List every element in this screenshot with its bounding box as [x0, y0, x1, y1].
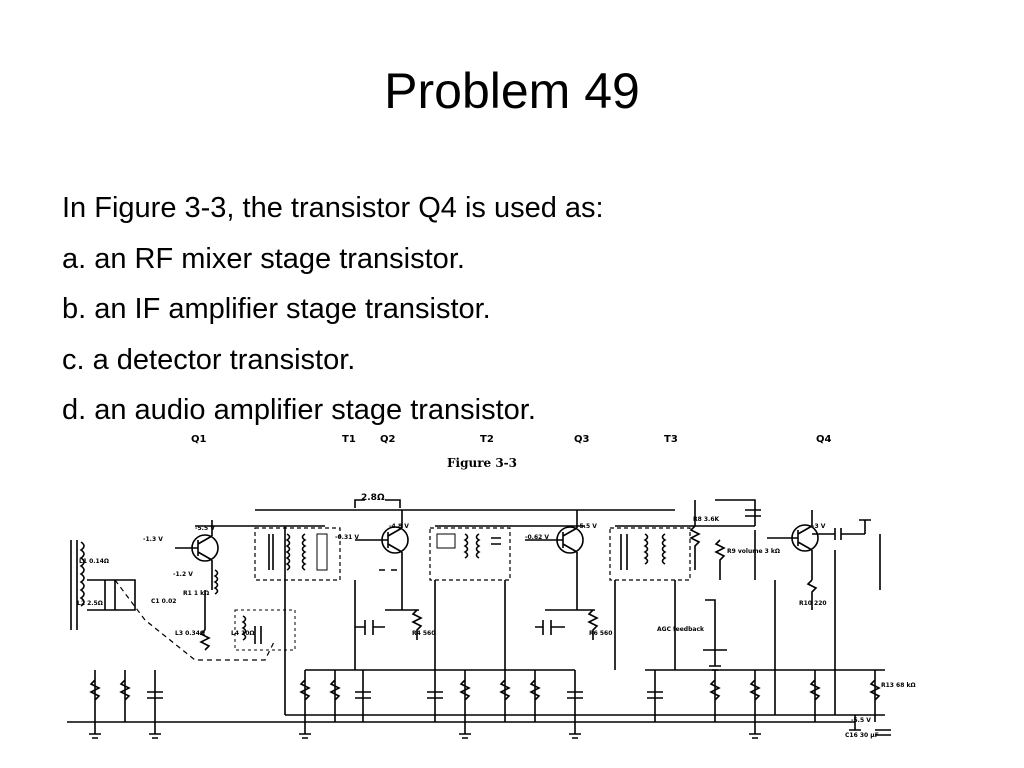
- stage-label-t1: T1: [342, 434, 356, 445]
- component-label: R1 1 kΩ: [183, 590, 210, 597]
- question-text: In Figure 3-3, the transistor Q4 is used…: [62, 192, 604, 224]
- component-label: AGC feedback: [657, 626, 704, 633]
- option-c: c. a detector transistor.: [62, 343, 356, 376]
- component-label: R13 68 kΩ: [881, 682, 916, 689]
- voltage-label: -5.5 V: [851, 717, 871, 724]
- circuit-diagram: Q1 T1 Q2 T2 Q3 T3 Q4 Figure 3-3 2.8Ω -1.…: [55, 430, 925, 760]
- component-label: L1 0.14Ω: [79, 558, 109, 565]
- option-d: d. an audio amplifier stage transistor.: [62, 394, 536, 426]
- stage-label-t2: T2: [480, 434, 494, 445]
- schematic-drawing: [67, 499, 891, 739]
- component-label: C1 0.02: [151, 598, 177, 605]
- stage-label-q2: Q2: [380, 434, 396, 445]
- voltage-label: -5.5 V: [195, 525, 215, 532]
- voltage-label: -1.3 V: [143, 536, 163, 543]
- component-label: R4 560: [412, 630, 436, 637]
- slide-title: Problem 49: [384, 63, 640, 119]
- stage-label-t3: T3: [664, 434, 678, 445]
- question-block: In Figure 3-3, the transistor Q4 is used…: [62, 183, 962, 436]
- resistance-label: 2.8Ω: [361, 493, 385, 503]
- option-a: a. an RF mixer stage transistor.: [62, 242, 465, 275]
- component-label: C16 30 µF: [845, 732, 879, 739]
- stage-label-q1: Q1: [191, 434, 207, 445]
- voltage-label: -0.31 V: [335, 534, 360, 541]
- figure-caption: Figure 3-3: [447, 456, 518, 470]
- component-label: L2 2.5Ω: [77, 600, 103, 607]
- stage-label-q4: Q4: [816, 434, 832, 445]
- stage-label-q3: Q3: [574, 434, 590, 445]
- voltage-label: -5.5 V: [577, 523, 597, 530]
- voltage-label: -3 V: [812, 523, 826, 530]
- component-label: R6 560: [589, 630, 613, 637]
- component-label: L3 0.34Ω: [175, 630, 205, 637]
- component-label: R8 3.6K: [693, 516, 720, 523]
- voltage-label: -1.2 V: [173, 571, 193, 578]
- option-b: b. an IF amplifier stage transistor.: [62, 293, 491, 325]
- component-label: R9 volume 3 kΩ: [727, 548, 781, 555]
- voltage-label: -4.8 V: [389, 523, 409, 530]
- voltage-label: -0.62 V: [525, 534, 550, 541]
